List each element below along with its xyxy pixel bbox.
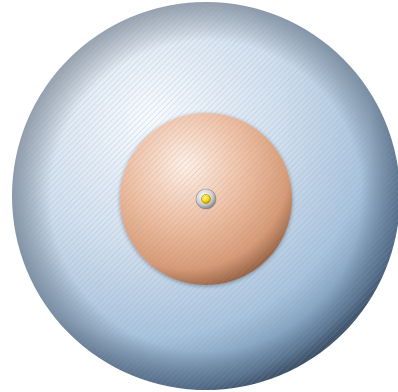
core-sphere: [196, 189, 216, 209]
